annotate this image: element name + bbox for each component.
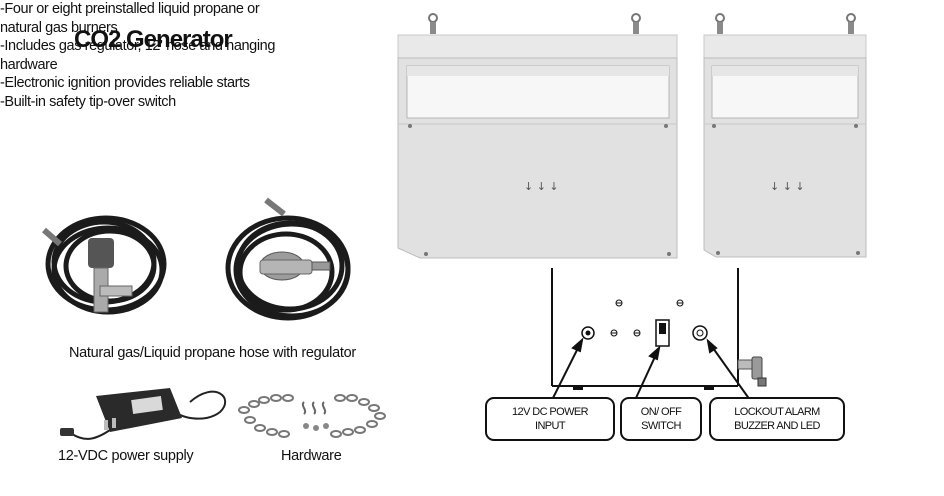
feature-item: -Built-in safety tip-over switch xyxy=(0,93,176,110)
s-hook-icon xyxy=(301,401,327,415)
gas-inlet-fitting-icon xyxy=(737,356,767,387)
feature-item: -Four or eight preinstalled liquid propa… xyxy=(0,1,260,36)
gas-regulator-icon xyxy=(259,251,331,281)
feature-list: -Four or eight preinstalled liquid propa… xyxy=(0,0,944,111)
gas-regulator-icon xyxy=(88,238,133,313)
power-switch-icon xyxy=(655,319,670,347)
screw-icon xyxy=(610,299,684,337)
hardware-caption: Hardware xyxy=(281,448,342,464)
callout-power-input: 12V DC POWER INPUT xyxy=(485,397,615,441)
product-title: CO2 Generator xyxy=(74,26,233,53)
callout-on-off-switch: ON/ OFF SWITCH xyxy=(620,397,702,441)
screw-icon xyxy=(303,423,329,431)
feature-item: -Includes gas regulator, 12' hose and ha… xyxy=(0,38,275,73)
callout-lockout-alarm: LOCKOUT ALARM BUZZER AND LED xyxy=(709,397,845,441)
power-supply-caption: 12-VDC power supply xyxy=(58,448,194,464)
callout-arrow xyxy=(551,337,751,401)
feature-item: -Electronic ignition provides reliable s… xyxy=(0,75,250,91)
hanging-hook-icon xyxy=(715,13,856,34)
hose-caption: Natural gas/Liquid propane hose with reg… xyxy=(69,345,356,361)
alarm-led-icon xyxy=(692,325,708,341)
hanging-hook-icon xyxy=(428,13,641,34)
svg-text:↓ ↓ ↓: ↓ ↓ ↓ xyxy=(770,180,805,193)
power-input-jack-icon xyxy=(581,326,595,340)
power-adapter-icon xyxy=(96,388,182,432)
chain-icon xyxy=(238,394,386,438)
svg-text:↓ ↓ ↓: ↓ ↓ ↓ xyxy=(524,180,559,193)
